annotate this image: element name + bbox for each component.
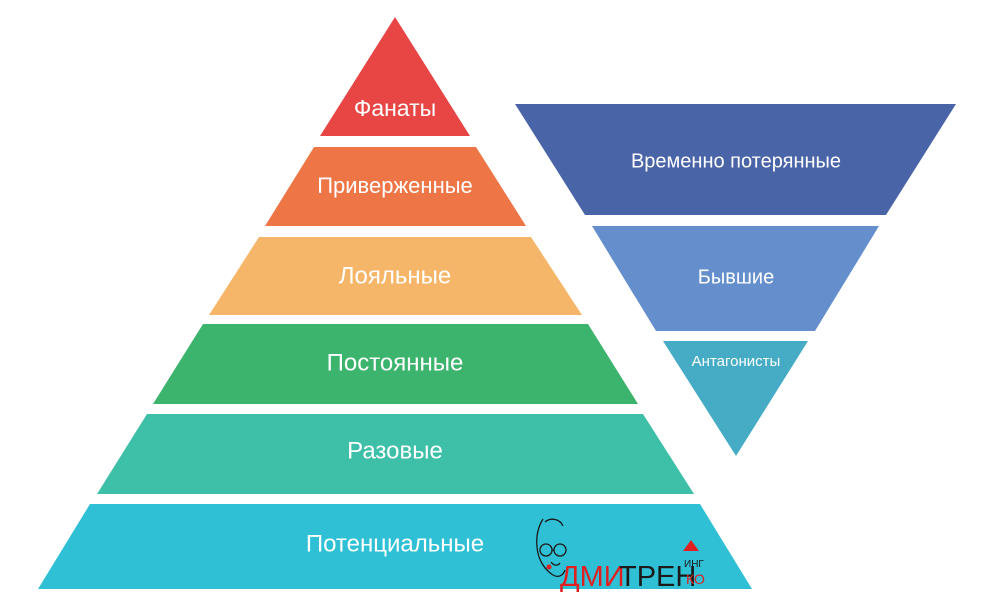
funnel-tier-temporarily-lost: Временно потерянные [515,104,956,215]
logo-text-small-top: ИНГ [684,559,704,570]
funnel-tier-temporarily-lost-label: Временно потерянные [631,150,841,172]
funnel-tier-former: Бывшие [592,226,879,331]
logo-roof-icon [683,540,699,551]
pyramid-tier-fans: Фанаты [320,17,470,136]
pyramid-tier-committed: Приверженные [265,147,526,226]
pyramid-tier-regular-shape [153,324,638,404]
pyramid-tier-potential-label: Потенциальные [306,530,484,557]
pyramid-tier-loyal-shape [209,237,582,315]
pyramid-tier-loyal: Лояльные [209,237,582,315]
logo-text-part1: ДМИ [560,561,625,593]
funnel-tier-antagonists-label: Антагонисты [692,353,781,370]
lost-customers-funnel: Временно потерянные Бывшие Антагонисты [515,104,956,456]
pyramid-tier-loyal-label: Лояльные [339,262,451,289]
funnel-tier-former-label: Бывшие [698,266,774,288]
pyramid-tier-one-time-shape [97,414,694,494]
funnel-tier-former-shape [592,226,879,331]
pyramid-tier-committed-shape [265,147,526,226]
author-logo: ДМИ ТРЕН ИНГ КО [536,518,705,593]
pyramid-tier-fans-label: Фанаты [354,95,436,121]
pyramid-tier-committed-label: Приверженные [317,173,473,198]
pyramid-tier-regular-label: Постоянные [327,349,464,376]
logo-text-small-bottom: КО [686,571,705,587]
pyramid-tier-one-time-label: Разовые [347,437,443,464]
pyramid-tier-potential: Потенциальные [38,504,752,589]
pyramid-tier-one-time: Разовые [97,414,694,494]
author-portrait-icon [536,518,567,577]
pyramid-tier-potential-shape [38,504,752,589]
funnel-tier-antagonists: Антагонисты [663,341,808,456]
funnel-tier-temporarily-lost-shape [515,104,956,215]
logo-red-dot-icon [546,564,552,570]
logo-text-part2: ТРЕН [619,561,696,593]
funnel-tier-antagonists-shape [663,341,808,456]
pyramid-tier-fans-shape [320,17,470,136]
pyramid-tier-regular: Постоянные [153,324,638,404]
loyalty-pyramid: Фанаты Приверженные Лояльные Постоянные … [38,17,752,589]
